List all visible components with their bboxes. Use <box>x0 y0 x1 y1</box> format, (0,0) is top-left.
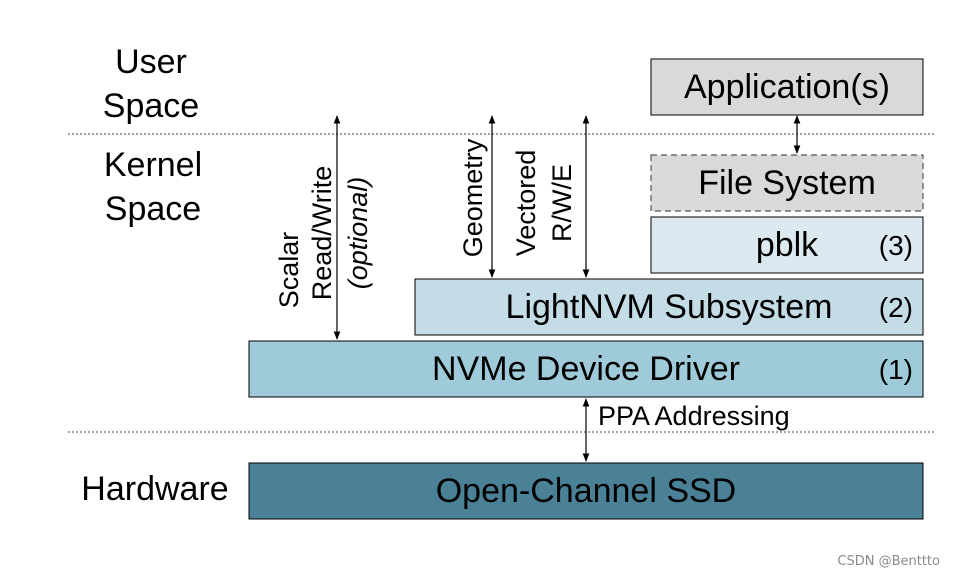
kernel-space-label-line2: Space <box>105 190 201 228</box>
ssd-label: Open-Channel SSD <box>436 472 737 510</box>
nvme-box <box>248 340 924 398</box>
lightnvm-label: LightNVM Subsystem <box>506 288 833 326</box>
watermark: CSDN @Benttto <box>837 554 940 569</box>
geometry-label: Geometry <box>458 138 488 257</box>
hardware-label: Hardware <box>81 470 228 508</box>
application-label: Application(s) <box>684 68 890 106</box>
user-space-label-line1: User <box>115 43 187 81</box>
vectored-label-line2: R/W/E <box>547 164 577 242</box>
pblk-tag: (3) <box>879 230 913 261</box>
vectored-label-line1: Vectored <box>511 150 541 257</box>
kernel-space-label-line1: Kernel <box>104 146 202 184</box>
scalar-label-line2: Read/Write <box>307 166 337 301</box>
scalar-label-line3: (optional) <box>343 177 373 290</box>
lightnvm-tag: (2) <box>879 292 913 323</box>
lightnvm-box <box>414 278 924 336</box>
nvme-label: NVMe Device Driver <box>432 350 740 388</box>
user-space-label-line2: Space <box>103 87 199 125</box>
pblk-label: pblk <box>756 226 819 264</box>
file-system-label: File System <box>698 164 876 202</box>
application-box <box>650 58 924 116</box>
pblk-box <box>650 216 924 274</box>
ssd-box <box>248 462 924 520</box>
scalar-label-line1: Scalar <box>274 232 304 309</box>
file-system-box <box>650 154 924 212</box>
ppa-label: PPA Addressing <box>598 401 790 431</box>
nvme-tag: (1) <box>879 354 913 385</box>
